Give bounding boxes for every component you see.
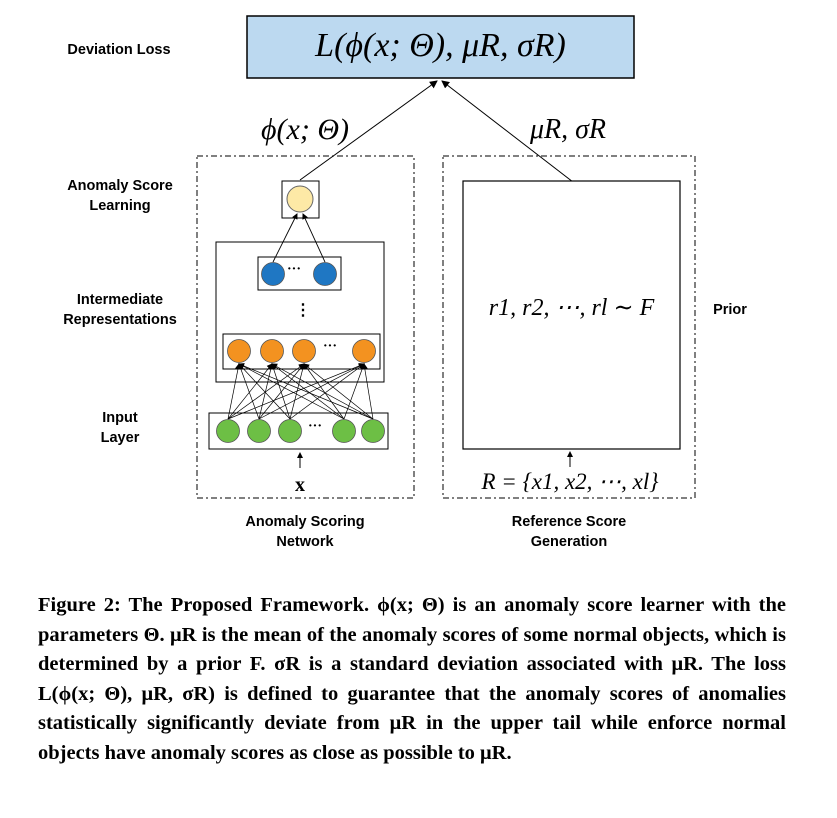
output-node bbox=[286, 185, 314, 213]
input-node bbox=[332, 419, 356, 443]
input-node bbox=[247, 419, 271, 443]
prior-arrow bbox=[441, 80, 574, 183]
prior-distribution: r1, r2, ⋯, rl ∼ F bbox=[488, 295, 655, 321]
input-ellipsis: ··· bbox=[308, 419, 323, 434]
mesh-edge bbox=[289, 363, 365, 420]
label-line: Learning bbox=[89, 198, 151, 214]
label-line: Layer bbox=[100, 430, 140, 446]
bottom-hidden-nodes bbox=[227, 339, 376, 363]
phi-arrow bbox=[299, 80, 438, 181]
input-x: x bbox=[295, 474, 305, 496]
bottom-hidden-ellipsis: ··· bbox=[323, 339, 338, 354]
mesh-edge bbox=[270, 363, 291, 420]
mesh-edge bbox=[289, 363, 306, 420]
intermediate-layers-frame bbox=[215, 241, 385, 383]
mesh-edge bbox=[238, 363, 374, 420]
label-line: Network bbox=[276, 534, 334, 550]
bottom-hidden-node bbox=[292, 339, 316, 363]
input-nodes bbox=[216, 419, 385, 443]
intermediate-representations-label: Intermediate Representations bbox=[40, 290, 200, 330]
anomaly-scoring-network-label: Anomaly Scoring Network bbox=[210, 512, 400, 552]
bottom-hidden-node bbox=[260, 339, 284, 363]
mesh-edge bbox=[303, 363, 374, 420]
reference-score-generation-container bbox=[442, 155, 696, 499]
label-line: Representations bbox=[63, 312, 177, 328]
figure-caption: Figure 2: The Proposed Framework. ϕ(x; Θ… bbox=[38, 594, 786, 764]
anomaly-scoring-network-container bbox=[196, 155, 415, 499]
input-node bbox=[361, 419, 385, 443]
prior-label: Prior bbox=[713, 302, 747, 318]
label-line: Generation bbox=[530, 534, 608, 550]
mesh-edge bbox=[271, 363, 374, 420]
input-layer-label: Input Layer bbox=[40, 408, 200, 448]
prior-box bbox=[462, 180, 681, 450]
label-line: Anomaly Score bbox=[67, 178, 173, 194]
framework-diagram bbox=[196, 15, 696, 499]
mesh-edge bbox=[227, 363, 365, 420]
mesh-edge bbox=[227, 363, 241, 420]
mesh-edge bbox=[271, 363, 345, 420]
deviation-loss-label: Deviation Loss bbox=[67, 42, 171, 58]
mesh-edge bbox=[227, 363, 305, 420]
bottom-hidden-node bbox=[227, 339, 251, 363]
top-hidden-node bbox=[313, 262, 337, 286]
vertical-ellipsis: ⋮ bbox=[295, 302, 311, 319]
mesh-edge bbox=[237, 363, 260, 420]
top-hidden-node bbox=[261, 262, 285, 286]
loss-formula: L(ϕ(x; Θ), μR, σR) bbox=[315, 27, 566, 64]
mu-sigma-label: μR, σR bbox=[529, 114, 607, 145]
deviation-loss-box bbox=[246, 15, 635, 79]
bottom-hidden-node bbox=[352, 339, 376, 363]
label-line: Input bbox=[102, 410, 138, 426]
phi-label: ϕ(x; Θ) bbox=[261, 113, 349, 146]
top-hidden-ellipsis: ··· bbox=[287, 262, 302, 277]
top-to-output-edges bbox=[272, 213, 326, 263]
mesh-edge bbox=[361, 363, 374, 420]
mesh-edge bbox=[258, 363, 274, 420]
label-line: Anomaly Scoring bbox=[245, 514, 365, 530]
mesh-edge bbox=[238, 363, 345, 420]
top-hidden-nodes bbox=[261, 262, 337, 286]
mesh-edge bbox=[227, 363, 273, 420]
mesh-edge bbox=[238, 363, 291, 420]
anomaly-score-learning-label: Anomaly Score Learning bbox=[40, 176, 200, 216]
input-node bbox=[216, 419, 240, 443]
input-to-hidden-edges bbox=[227, 363, 374, 420]
mesh-edge bbox=[343, 363, 366, 420]
mesh-edge bbox=[258, 363, 365, 420]
mesh-edge bbox=[258, 363, 305, 420]
label-line: Intermediate bbox=[76, 292, 164, 308]
input-node bbox=[278, 419, 302, 443]
mesh-edge bbox=[303, 363, 345, 420]
label-line: Reference Score bbox=[511, 514, 627, 530]
reference-set: R = {x1, x2, ⋯, xl} bbox=[481, 469, 659, 494]
reference-score-generation-label: Reference Score Generation bbox=[474, 512, 664, 552]
